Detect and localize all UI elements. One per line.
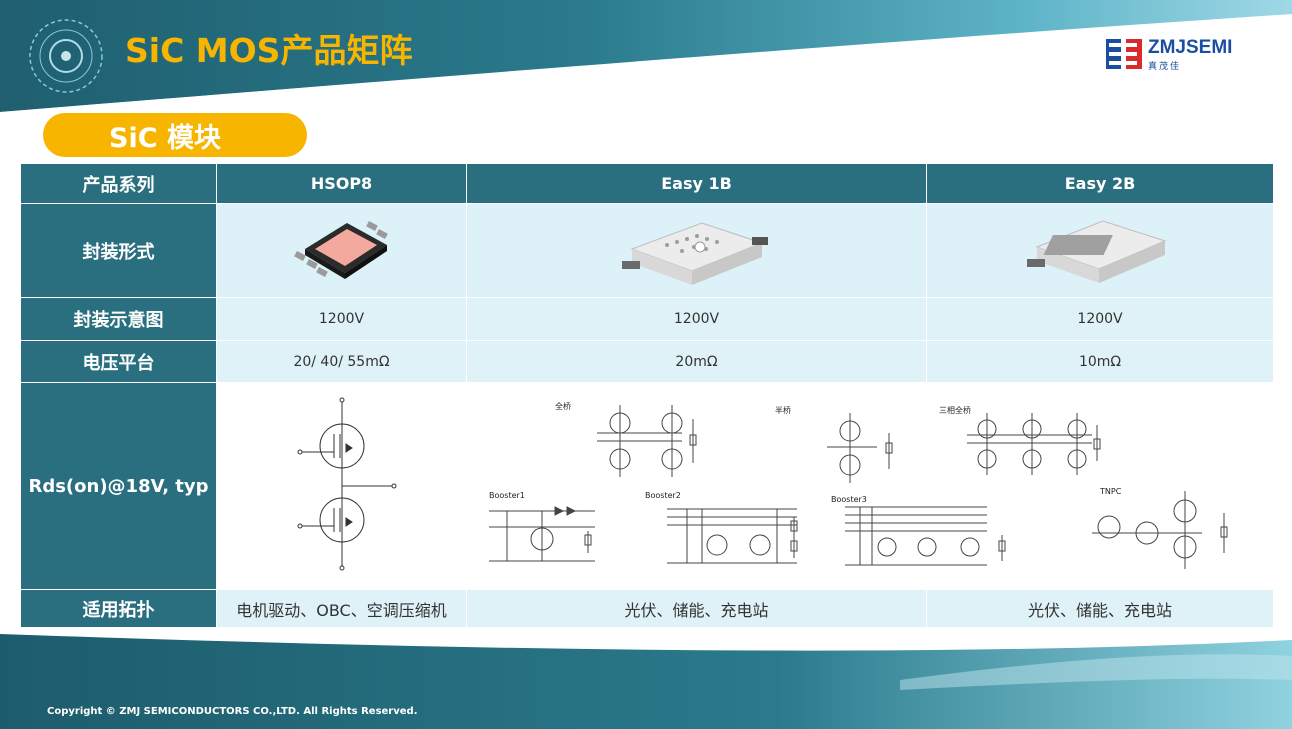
label-full-bridge: 全桥 xyxy=(555,402,571,411)
easy1b-module-icon xyxy=(621,221,768,285)
diagram-value-easy1b: 1200V xyxy=(465,297,928,341)
table-row-rds: Rds(on)@18V, typ xyxy=(20,382,1275,590)
half-bridge-schematic-icon xyxy=(297,397,396,571)
product-matrix-table: 产品系列 HSOP8 Easy 1B Easy 2B 封装形式 xyxy=(20,163,1275,628)
label-booster1: Booster1 xyxy=(489,491,525,500)
topology-schematics-icon xyxy=(489,405,1228,569)
table-row-application: 适用拓扑 电机驱动、OBC、空调压缩机 光伏、储能、充电站 光伏、储能、充电站 xyxy=(20,589,1275,628)
page-title: SiC MOS产品矩阵 xyxy=(125,31,413,70)
header-background xyxy=(0,0,1292,112)
diagram-value-easy2b: 1200V xyxy=(926,297,1275,341)
module-topology-cell: 全桥 半桥 三相全桥 Booster1 Booster2 Booster3 TN… xyxy=(465,382,1275,590)
row-label-application: 适用拓扑 xyxy=(20,589,217,628)
col-header-easy2b: Easy 2B xyxy=(926,163,1275,204)
table-header-row: 产品系列 HSOP8 Easy 1B Easy 2B xyxy=(20,163,1275,204)
logo-subtitle: 真茂佳 xyxy=(1148,62,1182,72)
tech-circle-icon xyxy=(29,19,103,93)
application-value-hsop8: 电机驱动、OBC、空调压缩机 xyxy=(216,589,467,628)
label-half-bridge: 半桥 xyxy=(775,406,791,415)
easy1b-package-image xyxy=(465,203,928,298)
hsop8-schematic xyxy=(216,382,467,590)
row-label-rds: Rds(on)@18V, typ xyxy=(20,382,217,590)
copyright-text: Copyright © ZMJ SEMICONDUCTORS CO.,LTD. … xyxy=(47,706,418,717)
voltage-value-easy1b: 20mΩ xyxy=(465,340,928,383)
header-banner: SiC MOS产品矩阵 ZMJSEMI 真茂佳 xyxy=(0,0,1292,112)
voltage-value-easy2b: 10mΩ xyxy=(926,340,1275,383)
hsop8-chip-icon xyxy=(293,220,388,279)
company-logo: ZMJSEMI 真茂佳 xyxy=(1106,37,1246,72)
label-three-phase: 三相全桥 xyxy=(939,406,971,415)
label-booster2: Booster2 xyxy=(645,491,681,500)
footer-banner xyxy=(0,620,1292,729)
label-booster3: Booster3 xyxy=(831,495,867,504)
table-row-package: 封装形式 xyxy=(20,203,1275,298)
logo-name: ZMJSEMI xyxy=(1148,37,1233,58)
zmj-logo-icon xyxy=(1106,39,1142,69)
row-label-package: 封装形式 xyxy=(20,203,217,298)
table-row-diagram: 封装示意图 1200V 1200V 1200V xyxy=(20,297,1275,341)
application-value-easy2b: 光伏、储能、充电站 xyxy=(926,589,1275,628)
col-header-series: 产品系列 xyxy=(20,163,217,204)
row-label-voltage: 电压平台 xyxy=(20,340,217,383)
col-header-easy1b: Easy 1B xyxy=(465,163,928,204)
table-row-voltage: 电压平台 20/ 40/ 55mΩ 20mΩ 10mΩ xyxy=(20,340,1275,383)
col-header-hsop8: HSOP8 xyxy=(216,163,467,204)
easy2b-module-icon xyxy=(1027,219,1167,283)
hsop8-package-image xyxy=(216,203,467,298)
label-tnpc: TNPC xyxy=(1100,487,1122,496)
application-value-easy1b: 光伏、储能、充电站 xyxy=(465,589,928,628)
section-pill: SiC 模块 xyxy=(43,113,307,157)
footer-background xyxy=(0,634,1292,729)
easy2b-package-image xyxy=(926,203,1275,298)
diagram-value-hsop8: 1200V xyxy=(216,297,467,341)
row-label-diagram: 封装示意图 xyxy=(20,297,217,341)
voltage-value-hsop8: 20/ 40/ 55mΩ xyxy=(216,340,467,383)
